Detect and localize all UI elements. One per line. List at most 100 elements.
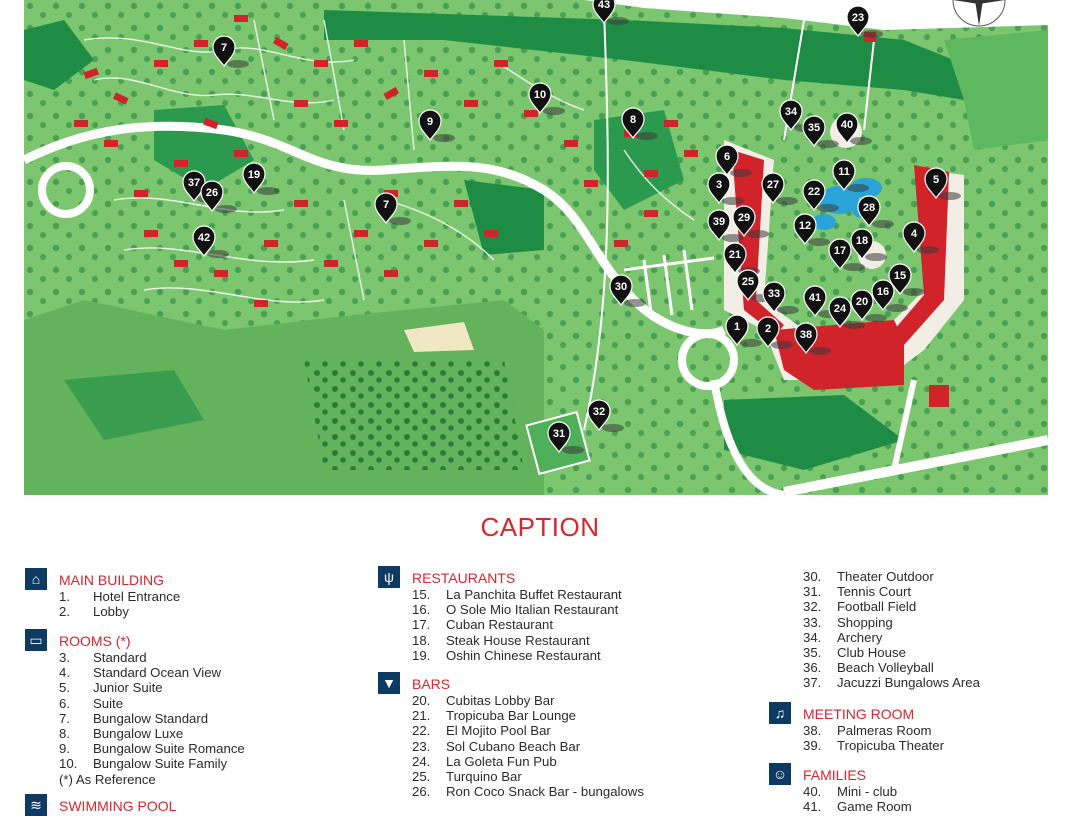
legend-item: 18. Steak House Restaurant	[412, 633, 622, 648]
legend-label: Theater Outdoor	[837, 569, 934, 584]
pool-icon: ≋	[25, 794, 47, 816]
map-pin[interactable]: 9	[418, 109, 455, 142]
pin-label: 4	[911, 228, 918, 240]
map-pin[interactable]: 35	[802, 115, 839, 148]
map-pin[interactable]: 43	[592, 0, 629, 25]
bungalow-buildings	[74, 15, 876, 307]
map-pin[interactable]: 18	[850, 228, 887, 261]
legend-item: 33.Shopping	[803, 615, 980, 630]
map-pin[interactable]: 24	[828, 296, 865, 329]
map-pin[interactable]: 33	[762, 281, 799, 314]
pin-label: 5	[933, 174, 939, 186]
legend-item: 41.Game Room	[803, 799, 912, 814]
legend-item: 19.Oshin Chinese Restaurant	[412, 648, 622, 663]
map-pin[interactable]: 32	[587, 399, 624, 432]
legend-label: Palmeras Room	[837, 723, 932, 738]
section-title: MEETING ROOM	[803, 706, 915, 722]
legend-item: 31.Tennis Court	[803, 584, 980, 599]
map-pin[interactable]: 22	[802, 179, 839, 212]
pin-label: 3	[716, 179, 722, 191]
map-pin[interactable]: 7	[212, 35, 249, 68]
map-pin[interactable]: 15	[888, 263, 925, 296]
map-pin[interactable]: 39	[707, 209, 744, 242]
map-pin[interactable]: 7	[374, 192, 411, 225]
legend-item: 6.Suite	[59, 696, 245, 711]
pin-label: 28	[863, 202, 875, 214]
legend-number: 17.	[412, 617, 431, 633]
map-pin[interactable]: 23	[846, 5, 883, 38]
legend-label: Bungalow Standard	[93, 710, 209, 726]
legend-number: 10.	[59, 756, 78, 772]
section-title: BARS	[412, 676, 451, 692]
legend-label: Steak House Restaurant	[446, 632, 590, 648]
map-pin[interactable]: 8	[621, 107, 658, 140]
legend-item: 10.Bungalow Suite Family	[59, 756, 245, 771]
map-pin[interactable]: 10	[528, 82, 565, 115]
map-pin[interactable]: 30	[609, 274, 646, 307]
pin-label: 27	[767, 179, 779, 191]
map-pin[interactable]: 17	[828, 238, 865, 271]
pin-label: 16	[877, 286, 889, 298]
cocktail-icon: ▼	[378, 672, 400, 694]
legend-item: 8.Bungalow Luxe	[59, 726, 245, 741]
map-pin[interactable]: 42	[192, 225, 229, 258]
legend-item: 35.Club House	[803, 645, 980, 660]
legend-restaurants: ψ RESTAURANTS 15.La Panchita Buffet Rest…	[378, 566, 622, 663]
bed-icon: ▭	[25, 629, 47, 651]
legend-item: 15.La Panchita Buffet Restaurant	[412, 587, 622, 602]
beach-area	[584, 0, 1048, 30]
legend-label: Tennis Court	[837, 584, 912, 600]
legend-label: Jacuzzi Bungalows Area	[837, 675, 980, 691]
fork-knife-icon: ψ	[378, 566, 400, 588]
map-pin[interactable]: 26	[200, 180, 237, 213]
map-pin[interactable]: 1	[725, 314, 762, 347]
legend-number: 40.	[803, 784, 822, 799]
legend-label: Oshin Chinese Restaurant	[446, 647, 601, 663]
pin-label: 18	[856, 235, 868, 247]
map-pin[interactable]: 20	[850, 289, 887, 322]
map-pin[interactable]: 27	[761, 172, 798, 205]
map-pin[interactable]: 28	[857, 195, 894, 228]
legend-number: 23.	[412, 738, 431, 754]
map-pin[interactable]: 4	[902, 221, 939, 254]
map-pin[interactable]: 38	[794, 322, 831, 355]
section-title: FAMILIES	[803, 767, 867, 783]
pin-label: 37	[188, 177, 200, 189]
pin-label: 22	[808, 186, 820, 198]
legend-label: Archery	[837, 629, 883, 645]
map-pin[interactable]: 2	[756, 316, 793, 349]
legend-number: 9.	[59, 741, 70, 757]
legend-label: Mini - club	[837, 784, 898, 799]
legend-label: Standard Ocean View	[93, 665, 222, 681]
map-pin[interactable]: 31	[547, 421, 584, 454]
map-pin[interactable]: 40	[835, 112, 872, 145]
pin-label: 6	[724, 151, 730, 163]
map-pin[interactable]: 11	[832, 159, 869, 192]
legend-number: 7.	[59, 710, 70, 726]
legend-number: 18.	[412, 632, 431, 648]
music-note-icon: ♫	[769, 702, 791, 724]
map-pin[interactable]: 16	[871, 279, 908, 312]
map-pin[interactable]: 12	[793, 213, 830, 246]
map-pin[interactable]: 19	[242, 162, 279, 195]
pin-label: 8	[630, 114, 636, 126]
compass-icon	[952, 0, 1006, 27]
pin-label: 2	[765, 323, 771, 335]
legend-item: 36.Beach Volleyball	[803, 660, 980, 675]
section-title: MAIN BUILDING	[59, 572, 165, 588]
pin-label: 35	[808, 122, 820, 134]
legend-label: O Sole Mio Italian Restaurant	[446, 602, 619, 618]
map-pin[interactable]: 5	[924, 167, 961, 200]
map-pin[interactable]: 3	[707, 172, 744, 205]
legend-number: 16.	[412, 602, 431, 618]
map-pin[interactable]: 6	[715, 144, 752, 177]
map-pin[interactable]: 21	[723, 242, 760, 275]
pin-label: 1	[734, 321, 740, 333]
legend-label: Hotel Entrance	[93, 589, 181, 604]
map-pin[interactable]: 29	[732, 205, 769, 238]
legend-label: Club House	[837, 645, 906, 661]
